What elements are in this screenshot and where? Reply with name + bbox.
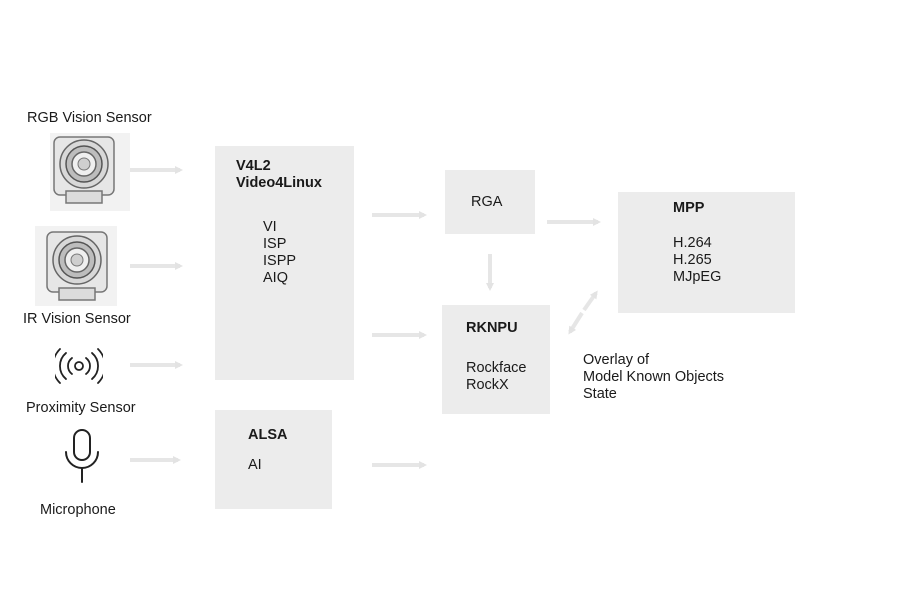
proximity-sensor-label: Proximity Sensor: [26, 400, 136, 416]
proximity-wave-icon: [55, 348, 103, 384]
mpp-item: MJpEG: [673, 269, 722, 285]
mpp-title: MPP: [673, 200, 705, 216]
v4l2-title: V4L2: [236, 158, 271, 174]
overlay-note-line: Model Known Objects: [583, 369, 725, 385]
v4l2-item: AIQ: [263, 270, 288, 286]
overlay-note-line: Overlay of: [583, 352, 650, 368]
v4l2-item: VI: [263, 219, 277, 235]
rga-title: RGA: [471, 194, 503, 210]
ir-camera-icon: [35, 226, 117, 306]
mpp-item: H.265: [673, 252, 712, 268]
v4l2-item: ISP: [263, 236, 287, 252]
mpp-item: H.264: [673, 235, 712, 251]
rknpu-block: RKNPU Rockface RockX: [442, 305, 550, 414]
rknpu-item: RockX: [466, 377, 509, 393]
microphone-label: Microphone: [40, 502, 116, 518]
microphone-icon: [65, 429, 99, 483]
ir-sensor-label: IR Vision Sensor: [23, 311, 131, 327]
v4l2-block: V4L2 Video4Linux VI ISP ISPP AIQ: [215, 146, 354, 380]
alsa-item: AI: [248, 457, 262, 473]
rga-block: RGA: [445, 170, 535, 234]
v4l2-item: ISPP: [263, 253, 297, 269]
overlay-note-line: State: [583, 386, 617, 402]
overlay-note: Overlay of Model Known Objects State: [583, 352, 724, 403]
rknpu-item: Rockface: [466, 360, 527, 376]
rknpu-title: RKNPU: [466, 320, 518, 336]
rgb-sensor-label: RGB Vision Sensor: [27, 110, 152, 126]
rgb-camera-icon: [50, 133, 130, 211]
arrow-mpp-to-rknpu: [568, 311, 584, 335]
v4l2-subtitle: Video4Linux: [236, 175, 322, 191]
mpp-block: MPP H.264 H.265 MJpEG: [618, 192, 795, 313]
arrow-rknpu-to-mpp: [582, 290, 598, 312]
alsa-block: ALSA AI: [215, 410, 332, 509]
alsa-title: ALSA: [248, 427, 288, 443]
